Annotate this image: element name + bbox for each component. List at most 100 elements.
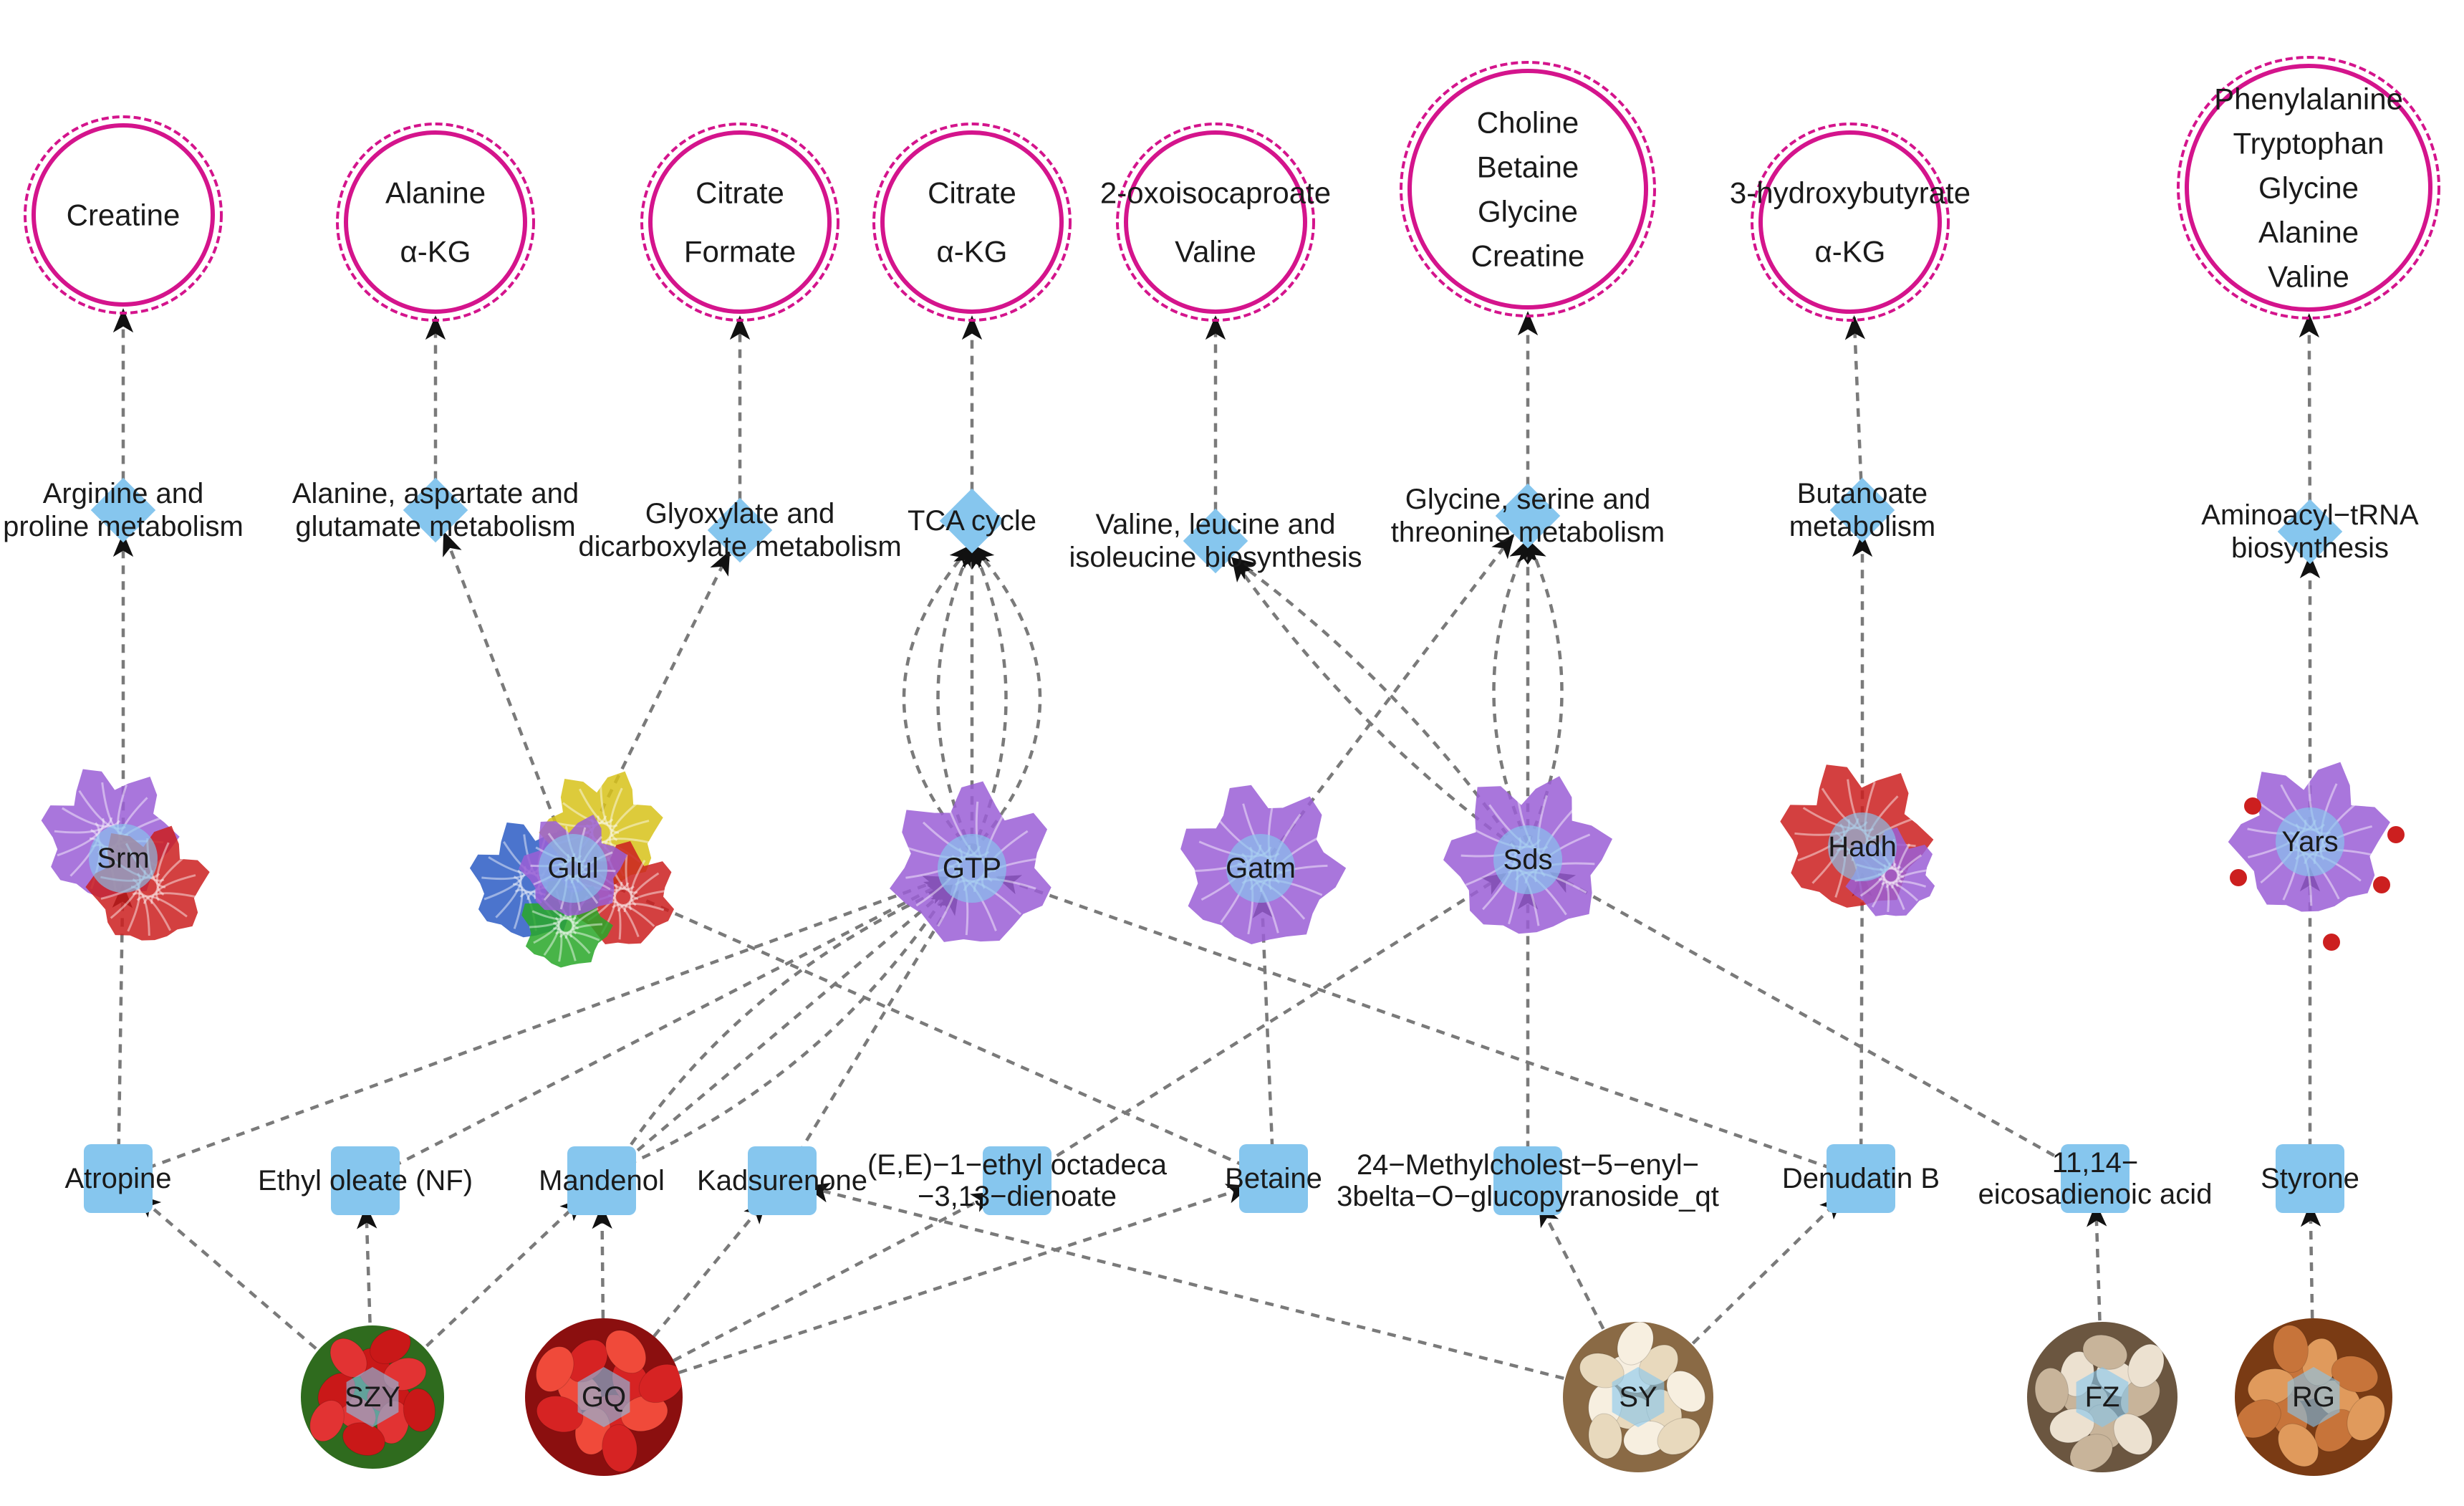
metabolite-label-line: Valine: [2268, 260, 2349, 294]
target-t2[interactable]: Glul: [469, 771, 675, 968]
target-t5[interactable]: Sds: [1443, 776, 1613, 934]
pathway-label-line: Valine, leucine and: [1095, 509, 1335, 540]
pathway-label-line: dicarboxylate metabolism: [578, 531, 901, 562]
metabolite-label-line: α-KG: [937, 235, 1008, 269]
target-label: Glul: [547, 853, 598, 884]
pathway-p4[interactable]: TCA cycle: [908, 488, 1036, 554]
pathway-label-line: threonine metabolism: [1391, 517, 1665, 548]
edge-c8-t3: [996, 875, 1847, 1176]
compound-label: Ethyl oleate (NF): [258, 1165, 473, 1196]
target-label: Srm: [97, 843, 149, 874]
pathway-label: TCA cycle: [908, 505, 1036, 537]
compound-label-line: 3belta−O−glucopyranoside_qt: [1337, 1181, 1719, 1212]
edge-c2-t3: [378, 879, 950, 1176]
target-label: Hadh: [1828, 831, 1897, 863]
compound-c6[interactable]: Betaine: [1225, 1144, 1322, 1213]
compound-label: Mandenol: [539, 1165, 665, 1196]
compound-c8[interactable]: Denudatin B: [1782, 1144, 1940, 1213]
metabolite-label-line: α-KG: [400, 235, 471, 269]
metabolite-set-m8[interactable]: PhenylalanineTryptophanGlycineAlanineVal…: [2177, 56, 2440, 320]
edge-c9-t5: [1549, 871, 2083, 1173]
target-t6[interactable]: Hadh: [1780, 764, 1935, 916]
pathway-label-line: isoleucine biosynthesis: [1069, 542, 1362, 573]
edge-c3-t3: [612, 884, 953, 1173]
target-t7[interactable]: Yars: [2228, 762, 2405, 951]
compound-c10[interactable]: Styrone: [2261, 1144, 2359, 1213]
herb-label: SY: [1619, 1381, 1657, 1413]
edge-h3-c7: [1538, 1202, 1620, 1358]
yam-slices-image: [1563, 1322, 1713, 1472]
compound-label: Styrone: [2261, 1163, 2359, 1194]
metabolite-set-m2[interactable]: Alanine α-KG: [336, 123, 535, 322]
compound-c7[interactable]: 24−Methylcholest−5−enyl−3belta−O−glucopy…: [1337, 1146, 1719, 1215]
edge-c1-t3: [132, 876, 948, 1175]
compound-label: (E,E)−1−ethyl octadeca−3,13−dienoate: [867, 1149, 1168, 1212]
herb-label: RG: [2292, 1381, 2335, 1413]
target-label: Yars: [2281, 826, 2338, 858]
edge-c8-t6: [1852, 872, 1872, 1164]
metabolite-label-line: Betaine: [1477, 150, 1579, 184]
metabolite-label-line: Citrate: [696, 176, 784, 210]
compound-c5[interactable]: (E,E)−1−ethyl octadeca−3,13−dienoate: [867, 1146, 1168, 1215]
metabolite-label-line: Alanine: [385, 176, 486, 210]
pathway-label-line: biosynthesis: [2231, 532, 2389, 564]
compound-c1[interactable]: Atropine: [65, 1144, 172, 1213]
compound-label-line: eicosadienoic acid: [1978, 1179, 2213, 1210]
edge-c6-t2: [596, 878, 1261, 1174]
compound-label-line: Styrone: [2261, 1163, 2359, 1194]
compound-label: Denudatin B: [1782, 1163, 1940, 1194]
herb-label: GQ: [582, 1381, 626, 1413]
compound-c3[interactable]: Mandenol: [539, 1146, 665, 1215]
edge-t3-p4: [970, 543, 1008, 853]
herb-label: SZY: [345, 1381, 400, 1413]
herb-h1[interactable]: SZY: [301, 1322, 444, 1469]
metabolite-set-m1[interactable]: Creatine: [24, 115, 223, 315]
target-t3[interactable]: GTP: [890, 781, 1051, 942]
herb-label: FZ: [2085, 1381, 2120, 1413]
pathway-label-line: Glyoxylate and: [645, 498, 835, 529]
edge-h1-c3: [403, 1196, 584, 1369]
edge-t3-p4: [936, 543, 974, 853]
target-label: GTP: [943, 853, 1001, 884]
pathway-label-line: Arginine and: [43, 478, 204, 509]
herb-h5[interactable]: RG: [2230, 1318, 2392, 1476]
edge-p8-m8: [2299, 313, 2320, 517]
target-t4[interactable]: Gatm: [1180, 785, 1347, 944]
metabolite-label: Alanine α-KG: [385, 176, 486, 269]
compound-c2[interactable]: Ethyl oleate (NF): [258, 1146, 473, 1215]
pathway-label-line: Glycine, serine and: [1405, 484, 1650, 515]
pathway-label-line: proline metabolism: [3, 511, 244, 542]
compound-c4[interactable]: Kadsurenone: [697, 1146, 867, 1215]
compound-c9[interactable]: 11,14−eicosadienoic acid: [1978, 1144, 2213, 1213]
herb-h3[interactable]: SY: [1563, 1315, 1713, 1472]
herb-h2[interactable]: GQ: [525, 1318, 690, 1476]
target-t1[interactable]: Srm: [41, 769, 210, 941]
herb-h4[interactable]: FZ: [2027, 1322, 2177, 1478]
metabolite-label-line: Tryptophan: [2233, 127, 2384, 160]
metabolite-label-line: Phenylalanine: [2214, 82, 2403, 116]
edge-c4-t3: [789, 890, 960, 1169]
metabolite-label-line: Creatine: [67, 198, 181, 232]
target-label: Gatm: [1226, 853, 1296, 884]
metabolite-label-line: 2-oxoisocaproate: [1100, 176, 1331, 210]
metabolite-label: PhenylalanineTryptophanGlycineAlanineVal…: [2214, 82, 2403, 294]
edge-h2-c6: [648, 1184, 1251, 1384]
